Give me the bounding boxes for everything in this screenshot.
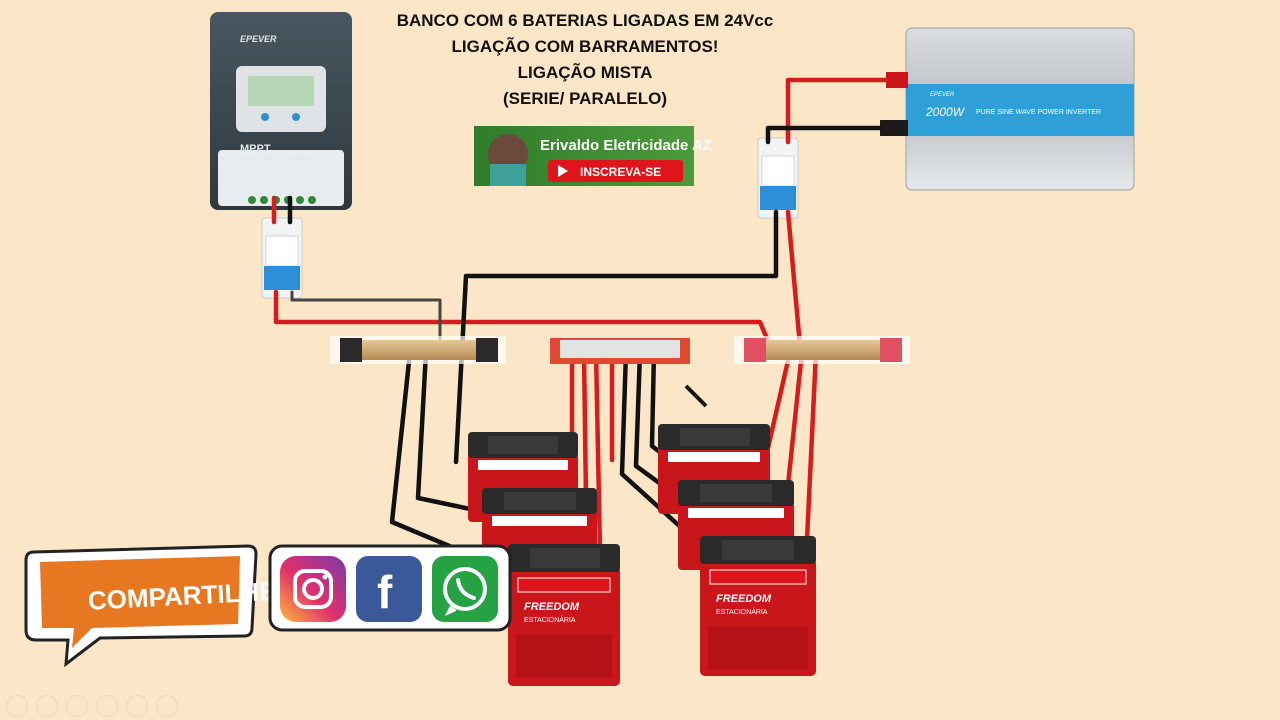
title-line-4: (SERIE/ PARALELO) <box>502 89 668 108</box>
inverter-power: 2000W <box>925 105 966 119</box>
inverter-label: PURE SINE WAVE POWER INVERTER <box>976 109 1101 116</box>
screwdriver-icon <box>684 384 708 408</box>
battery-type-2: ESTACIONÁRIA <box>716 607 768 616</box>
inverter: 2000W PURE SINE WAVE POWER INVERTER EPEV… <box>880 27 1135 191</box>
busbar-negative <box>330 336 506 364</box>
controller-model: MPPT <box>240 143 271 155</box>
title-line-3: LIGAÇÃO MISTA <box>517 63 653 82</box>
slide-toolbar <box>0 692 178 720</box>
subscribe-label: INSCREVA-SE <box>580 165 661 179</box>
pen-icon[interactable] <box>66 695 88 717</box>
busbar-middle <box>550 338 690 364</box>
battery-type: ESTACIONÁRIA <box>524 615 576 624</box>
instagram-icon[interactable] <box>280 556 346 622</box>
back-icon[interactable] <box>6 695 28 717</box>
positive-wire-controller <box>273 289 773 349</box>
channel-name: Erivaldo Eletricidade AZ <box>540 137 712 154</box>
zoom-icon[interactable] <box>126 695 148 717</box>
busbar-positive <box>734 336 910 364</box>
battery-stack-left: FREEDOM ESTACIONÁRIA <box>468 432 620 686</box>
battery-stack-right: FREEDOM ESTACIONÁRIA <box>658 424 816 676</box>
controller-brand: EPEVER <box>240 34 277 44</box>
controller-subtitle: SOLAR CHARGE CONTROLLER <box>240 156 316 162</box>
svg-text:f: f <box>377 566 393 618</box>
title-line-2: LIGAÇÃO COM BARRAMENTOS! <box>451 37 719 56</box>
battery-brand: FREEDOM <box>524 601 580 613</box>
breaker-left <box>261 217 303 299</box>
forward-icon[interactable] <box>36 695 58 717</box>
youtube-icon <box>558 165 568 177</box>
more-icon[interactable] <box>156 695 178 717</box>
negative-wire-inverter <box>453 209 779 465</box>
charge-controller: EPEVER MPPT SOLAR CHARGE CONTROLLER <box>210 12 352 210</box>
breaker-right <box>757 137 799 219</box>
channel-banner[interactable]: Erivaldo Eletricidade AZ INSCREVA-SE <box>474 126 712 186</box>
battery-brand-2: FREEDOM <box>716 593 772 605</box>
facebook-icon[interactable]: f <box>356 556 422 622</box>
slides-icon[interactable] <box>96 695 118 717</box>
share-bubble[interactable]: COMPARTILHE <box>24 544 277 668</box>
inverter-brand: EPEVER <box>930 92 955 98</box>
social-icons: f <box>268 544 512 632</box>
whatsapp-icon[interactable] <box>432 556 498 622</box>
title-line-1: BANCO COM 6 BATERIAS LIGADAS EM 24Vcc <box>396 11 774 30</box>
